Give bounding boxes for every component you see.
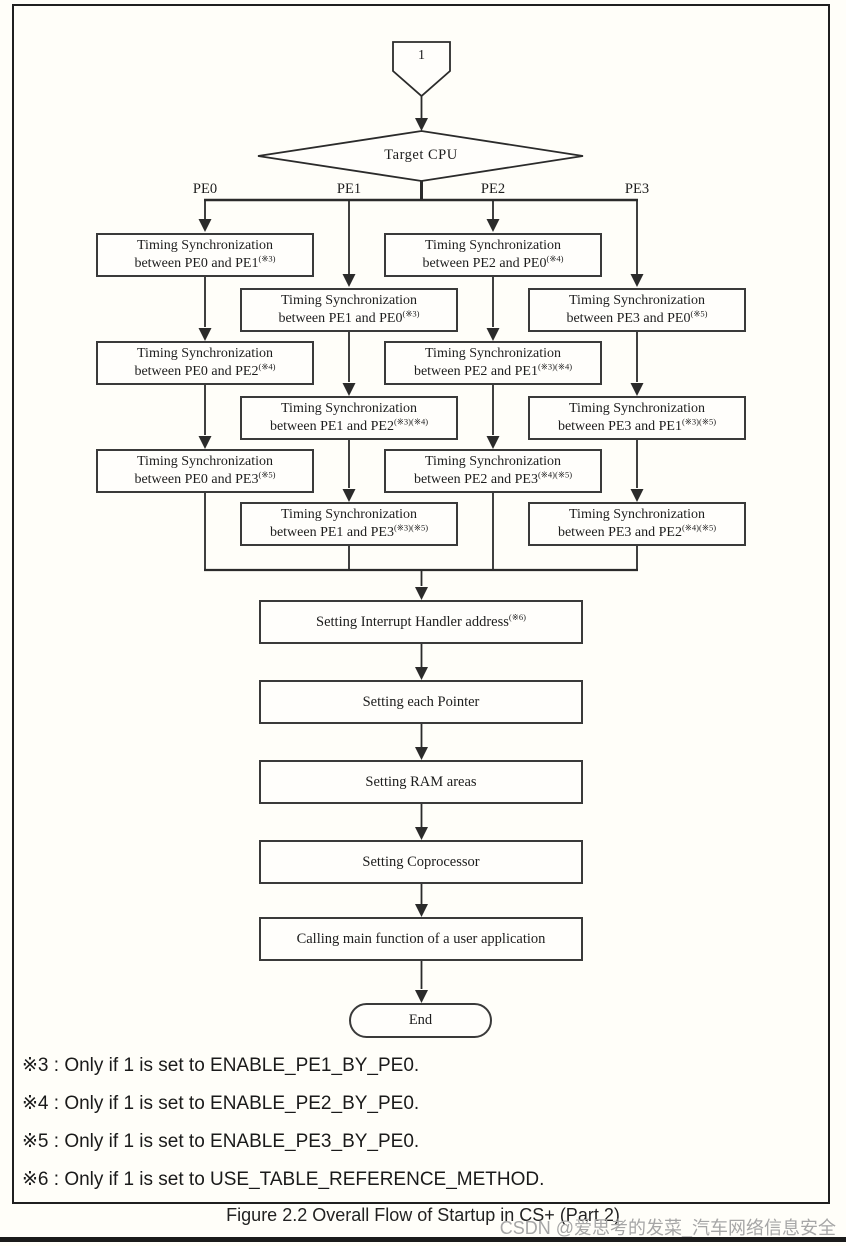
- branch-label-pe3: PE3: [624, 181, 650, 197]
- offpage-connector-shape: [392, 41, 451, 98]
- sync-box-pe0-pe1: Timing Synchronization between PE0 and P…: [96, 233, 314, 277]
- sync-box-pe0-pe3: Timing Synchronization between PE0 and P…: [96, 449, 314, 493]
- branch-label-pe0: PE0: [192, 181, 218, 197]
- arrowheads: [198, 118, 644, 1003]
- note-6: ※6 : Only if 1 is set to USE_TABLE_REFER…: [22, 1169, 545, 1190]
- seq-box-call-main: Calling main function of a user applicat…: [259, 917, 583, 961]
- figure-caption: Figure 2.2 Overall Flow of Startup in CS…: [226, 1205, 620, 1225]
- note-3: ※3 : Only if 1 is set to ENABLE_PE1_BY_P…: [22, 1055, 420, 1076]
- sync-box-pe2-pe1: Timing Synchronization between PE2 and P…: [384, 341, 602, 385]
- sync-box-pe2-pe0: Timing Synchronization between PE2 and P…: [384, 233, 602, 277]
- decision-diamond-shape: [257, 130, 584, 182]
- figure-border: [12, 4, 830, 1204]
- csdn-watermark: CSDN @爱思考的发菜_汽车网络信息安全: [499, 1218, 836, 1238]
- branch-label-pe1: PE1: [336, 181, 362, 197]
- sync-box-pe1-pe0: Timing Synchronization between PE1 and P…: [240, 288, 458, 332]
- sync-box-pe0-pe2: Timing Synchronization between PE0 and P…: [96, 341, 314, 385]
- seq-box-coprocessor: Setting Coprocessor: [259, 840, 583, 884]
- sync-box-pe1-pe2: Timing Synchronization between PE1 and P…: [240, 396, 458, 440]
- end-terminator: End: [349, 1003, 492, 1038]
- sync-box-pe1-pe3: Timing Synchronization between PE1 and P…: [240, 502, 458, 546]
- sync-box-pe2-pe3: Timing Synchronization between PE2 and P…: [384, 449, 602, 493]
- seq-box-each-pointer: Setting each Pointer: [259, 680, 583, 724]
- offpage-connector-label: 1: [418, 48, 425, 63]
- note-5: ※5 : Only if 1 is set to ENABLE_PE3_BY_P…: [22, 1131, 420, 1152]
- note-4: ※4 : Only if 1 is set to ENABLE_PE2_BY_P…: [22, 1093, 420, 1114]
- sync-box-pe3-pe2: Timing Synchronization between PE3 and P…: [528, 502, 746, 546]
- seq-box-interrupt-handler: Setting Interrupt Handler address(※6): [259, 600, 583, 644]
- sync-box-pe3-pe0: Timing Synchronization between PE3 and P…: [528, 288, 746, 332]
- decision-target-cpu: Target CPU: [384, 147, 458, 163]
- seq-box-ram-areas: Setting RAM areas: [259, 760, 583, 804]
- branch-label-pe2: PE2: [480, 181, 506, 197]
- sync-box-pe3-pe1: Timing Synchronization between PE3 and P…: [528, 396, 746, 440]
- bottom-divider-bar: [0, 1237, 846, 1242]
